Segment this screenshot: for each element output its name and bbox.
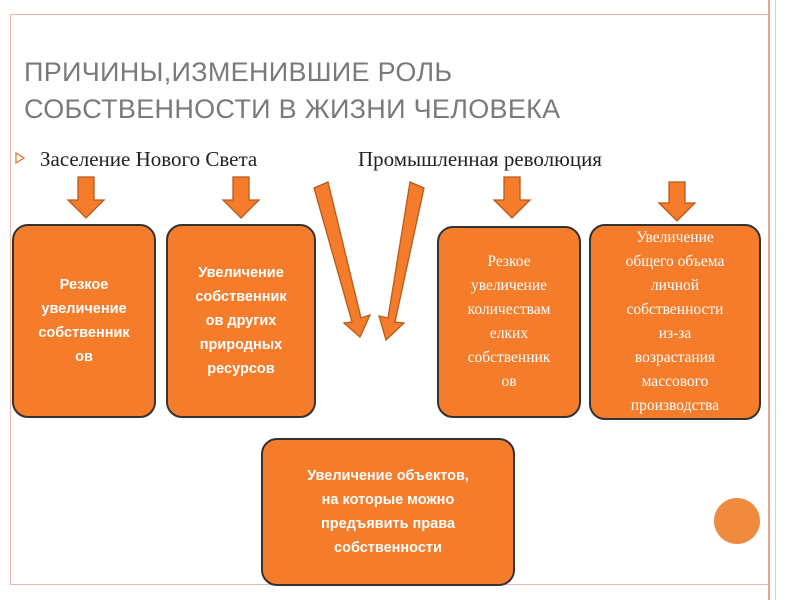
arrow-down-2 xyxy=(221,176,261,219)
cause-new-world: Заселение Нового Света xyxy=(40,147,258,171)
decorative-circle xyxy=(714,498,760,544)
box-ownership-objects: Увеличение объектов, на которые можно пр… xyxy=(261,438,515,586)
box-small-owners: Резкое увеличение количествам елких собс… xyxy=(437,226,581,418)
frame-line-left xyxy=(10,14,11,584)
frame-line-right-outer xyxy=(775,0,776,600)
cause-industrial-revolution: Промышленная революция xyxy=(358,147,602,171)
arrow-down-3 xyxy=(492,176,532,219)
box-3-text: Резкое увеличение количествам елких собс… xyxy=(467,253,551,390)
slide-title: ПРИЧИНЫ,ИЗМЕНИВШИЕ РОЛЬ СОБСТВЕННОСТИ В … xyxy=(24,54,724,128)
arrow-diagonal-left xyxy=(313,181,372,339)
box-1-text: Резкое увеличение собственник ов xyxy=(38,277,130,365)
box-4-text: Увеличение общего объема личной собствен… xyxy=(625,229,725,414)
frame-line-top xyxy=(10,14,768,15)
frame-line-right xyxy=(768,0,770,600)
title-text: ПРИЧИНЫ,ИЗМЕНИВШИЕ РОЛЬ СОБСТВЕННОСТИ В … xyxy=(24,57,561,124)
arrow-down-4 xyxy=(657,181,697,222)
box-sharp-increase-owners: Резкое увеличение собственник ов xyxy=(12,224,156,418)
box-5-text: Увеличение объектов, на которые можно пр… xyxy=(307,468,469,556)
box-natural-resources: Увеличение собственник ов других природн… xyxy=(166,224,316,418)
box-2-text: Увеличение собственник ов других природн… xyxy=(195,265,287,377)
box-personal-property: Увеличение общего объема личной собствен… xyxy=(589,224,761,420)
arrow-down-1 xyxy=(66,176,106,219)
bullet-icon xyxy=(15,152,26,164)
arrow-diagonal-right xyxy=(378,181,425,342)
